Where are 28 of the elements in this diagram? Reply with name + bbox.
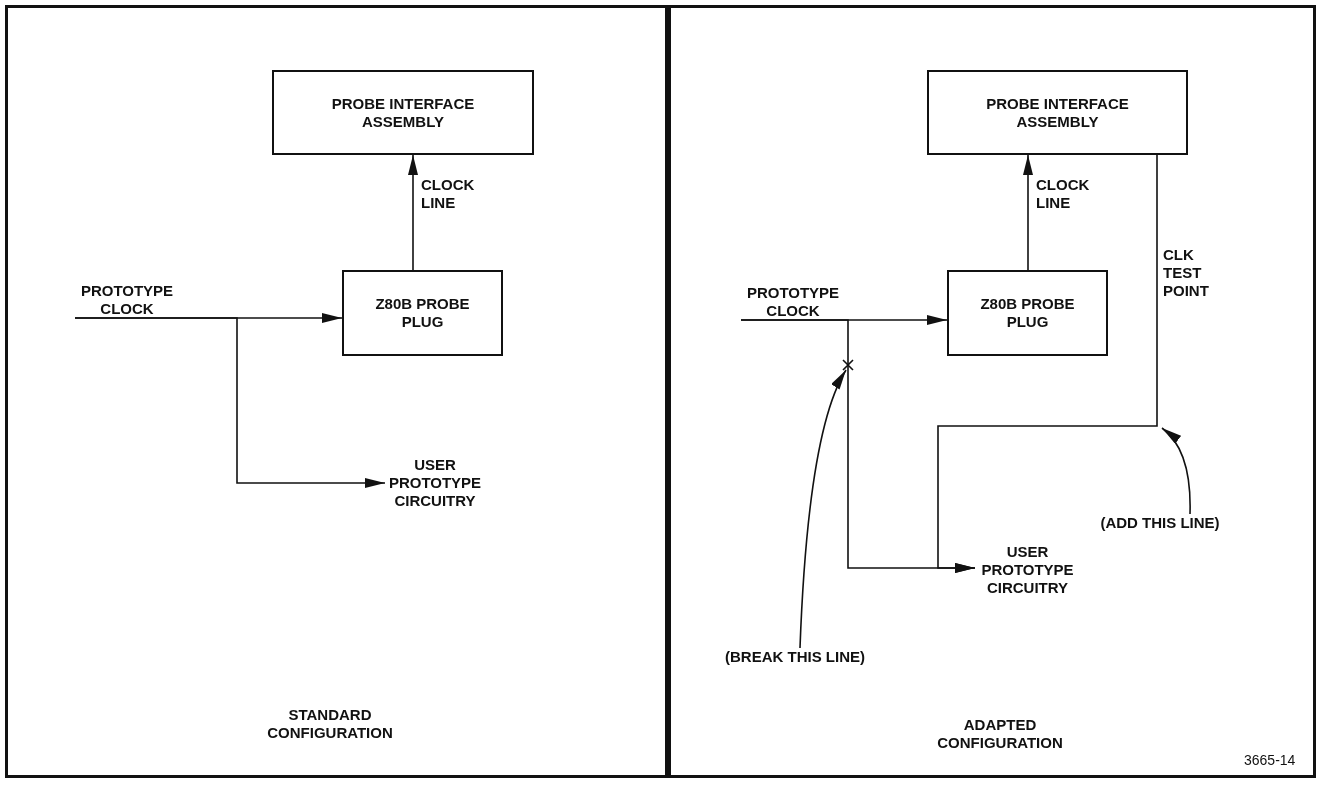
- note-label: (BREAK THIS LINE): [725, 648, 865, 670]
- block-box: [272, 70, 534, 155]
- signal-label: PROTOTYPE CLOCK: [738, 284, 848, 320]
- block-box: [927, 70, 1188, 155]
- configuration-panel: [5, 5, 668, 778]
- block-label: Z80B PROBE PLUG: [374, 295, 471, 331]
- signal-line: [74, 317, 386, 488]
- panel-caption: STANDARD CONFIGURATION: [266, 706, 394, 742]
- block-label: PROBE INTERFACE ASSEMBLY: [985, 94, 1130, 131]
- panel-caption: ADAPTED CONFIGURATION: [936, 716, 1064, 752]
- signal-line: [1023, 154, 1033, 271]
- signal-label: PROTOTYPE CLOCK: [72, 282, 182, 318]
- leader-arrow: [1161, 427, 1191, 515]
- block-label: Z80B PROBE PLUG: [979, 295, 1076, 331]
- block-label: PROBE INTERFACE ASSEMBLY: [330, 94, 476, 131]
- block-box: [342, 270, 503, 356]
- leader-arrow: [799, 369, 847, 649]
- signal-line: [937, 154, 1158, 573]
- configuration-panel: [668, 5, 1316, 778]
- note-label: (ADD THIS LINE): [1095, 514, 1225, 536]
- block-box: [947, 270, 1108, 356]
- signal-label: USER PROTOTYPE CIRCUITRY: [975, 543, 1080, 599]
- edge-label: CLOCK LINE: [421, 176, 476, 212]
- edge-label: CLK TEST POINT: [1163, 246, 1210, 300]
- edge-label: CLOCK LINE: [1036, 176, 1091, 212]
- figure-number: 3665-14: [1244, 752, 1296, 768]
- signal-line: [408, 154, 418, 271]
- signal-label: USER PROTOTYPE CIRCUITRY: [385, 456, 485, 512]
